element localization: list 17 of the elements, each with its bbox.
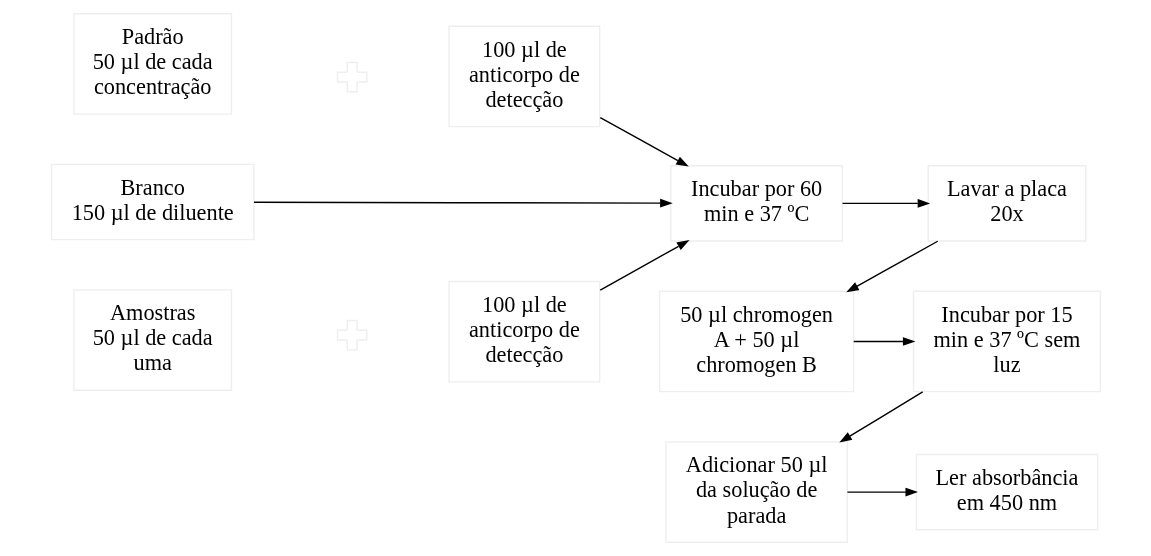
node-box: Adicionar 50 µl da solução de parada [664,441,848,543]
arrow [599,116,689,167]
node-box: Incubar por 60 min e 37 ºC [669,165,843,242]
arrow [252,198,673,208]
node-box: 100 µl de anticorpo de detecção [447,280,600,383]
node-box: Incubar por 15 min e 37 ºC sem luz [912,290,1101,393]
node-box: Ler absorbância em 450 nm [915,453,1098,531]
arrow [841,199,930,208]
node-box: 50 µl chromogen A + 50 µl chromogen B [658,290,854,393]
arrow [838,391,923,443]
arrow [599,240,690,291]
arrow [845,240,938,293]
node-box: Branco 150 µl de diluente [50,163,254,241]
arrow [852,337,915,346]
node-box: 100 µl de anticorpo de detecção [447,25,600,128]
arrow [846,487,918,497]
node-box: Lavar a placa 20x [926,165,1086,242]
